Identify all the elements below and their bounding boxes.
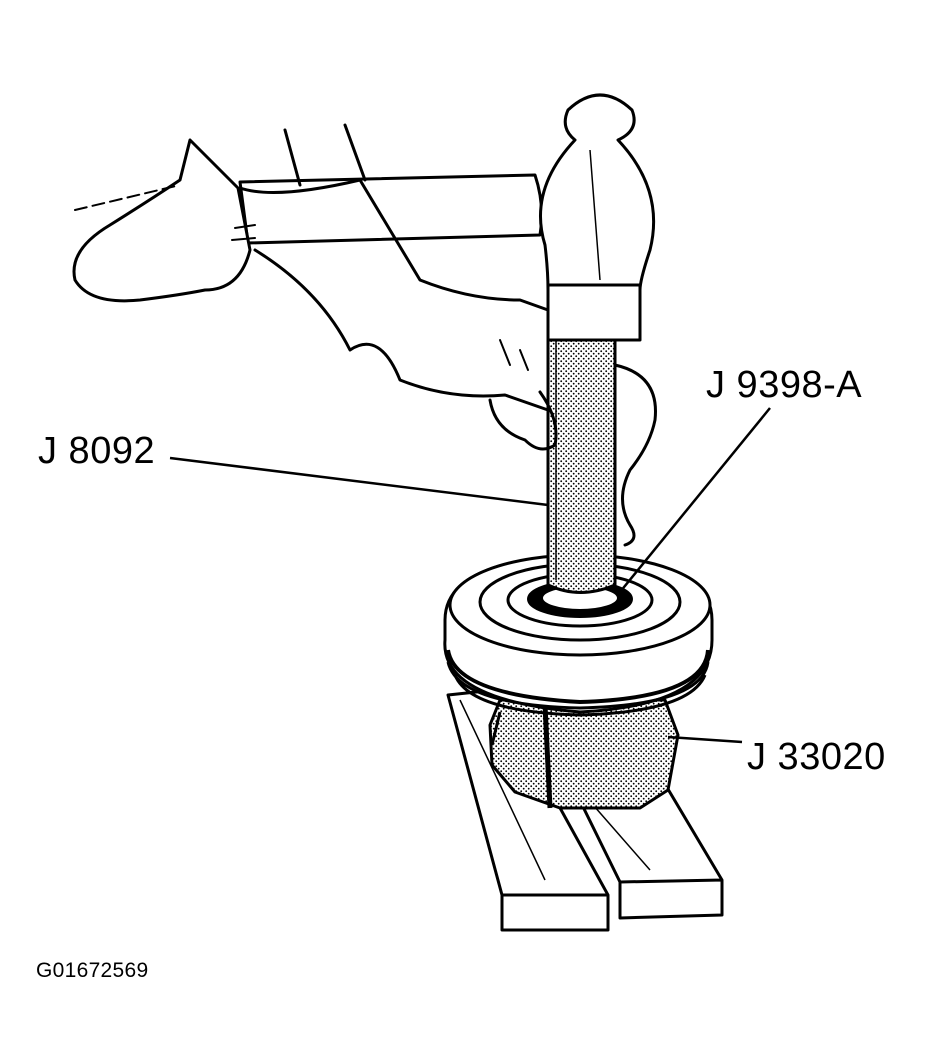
leader-lines bbox=[169, 407, 771, 744]
pulley-assembly bbox=[443, 553, 714, 717]
callout-j33020: J 33020 bbox=[747, 736, 886, 778]
driver-handle bbox=[546, 328, 617, 594]
hammer bbox=[238, 93, 656, 342]
leader-j9398 bbox=[619, 407, 771, 593]
callout-j9398-a: J 9398-A bbox=[706, 364, 863, 406]
callout-j8092: J 8092 bbox=[38, 430, 156, 472]
leader-j33020 bbox=[667, 735, 743, 744]
figure-id: G01672569 bbox=[36, 959, 149, 982]
hand bbox=[72, 123, 657, 547]
leader-j8092 bbox=[169, 456, 549, 507]
support-fixture bbox=[488, 698, 680, 810]
hammer-head bbox=[538, 93, 656, 292]
